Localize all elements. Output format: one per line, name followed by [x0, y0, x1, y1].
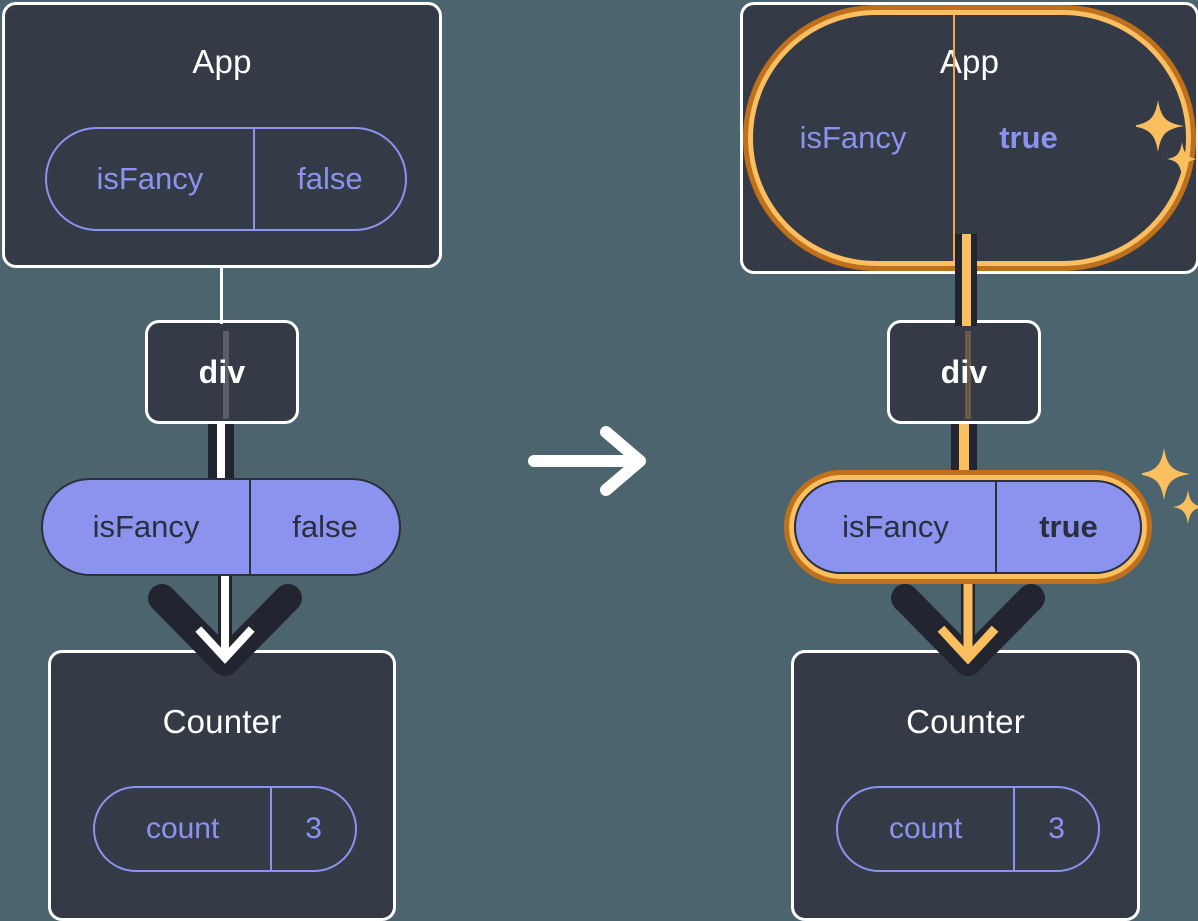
counter-state-value-after: 3 [1013, 788, 1098, 870]
counter-state-pill-before: count 3 [93, 786, 357, 872]
arrow-right-icon [528, 426, 646, 496]
highlight-ring-outer-prop [784, 470, 1152, 584]
div-inner-connector-before [223, 331, 229, 419]
connector-app-to-div-before [220, 266, 223, 324]
prop-key-after: isFancy [842, 509, 949, 544]
connector-core-before [217, 424, 225, 484]
div-element-box-after: div [887, 320, 1041, 424]
counter-state-pill-after: count 3 [836, 786, 1100, 872]
sparkle-icon-app [1136, 100, 1197, 176]
prop-value-before: false [249, 480, 399, 574]
counter-state-key-after: count [888, 812, 963, 845]
app-state-pill-body-after: isFancy true [753, 15, 1186, 261]
panel-after: App isFancy true div [738, 0, 1198, 921]
connector-core-after [959, 424, 969, 482]
app-state-value-after: true [953, 15, 1102, 261]
div-title-after: div [940, 354, 988, 390]
prop-value-after: true [995, 482, 1140, 572]
connector-div-to-prop-before [208, 424, 234, 484]
app-component-box-before: App isFancy false [2, 2, 442, 268]
div-inner-connector-after [965, 331, 971, 419]
prop-pill-body-after: isFancy true [794, 480, 1142, 574]
counter-component-box-before: Counter count 3 [48, 650, 396, 921]
highlight-ring-inner-prop [789, 475, 1147, 579]
prop-pill-before: isFancy false [41, 478, 401, 576]
app-state-key-before: isFancy [96, 161, 204, 196]
counter-title-before: Counter [162, 703, 282, 740]
prop-key-before: isFancy [92, 509, 200, 544]
app-state-value-before: false [252, 129, 405, 229]
connector-core-app-to-div-after [962, 234, 971, 326]
app-state-pill-after: isFancy true [743, 5, 1196, 271]
counter-title-after: Counter [906, 703, 1025, 740]
counter-state-key-before: count [145, 812, 220, 845]
app-state-key-after: isFancy [799, 120, 907, 155]
connector-app-to-div-after [955, 234, 977, 326]
sparkle-icon-prop [1142, 448, 1198, 524]
prop-pill-after: isFancy true [784, 470, 1152, 584]
panel-before: App isFancy false div isFancy false [0, 0, 460, 921]
arrow-prop-to-counter-after [891, 570, 1045, 676]
div-title-before: div [198, 354, 246, 390]
app-title-before: App [192, 43, 252, 80]
app-state-pill-before: isFancy false [45, 127, 407, 231]
counter-component-box-after: Counter count 3 [791, 650, 1140, 921]
arrow-prop-to-counter-before [148, 570, 302, 676]
counter-state-value-before: 3 [270, 788, 355, 870]
div-element-box-before: div [145, 320, 299, 424]
app-component-box-after: App isFancy true [740, 2, 1198, 274]
